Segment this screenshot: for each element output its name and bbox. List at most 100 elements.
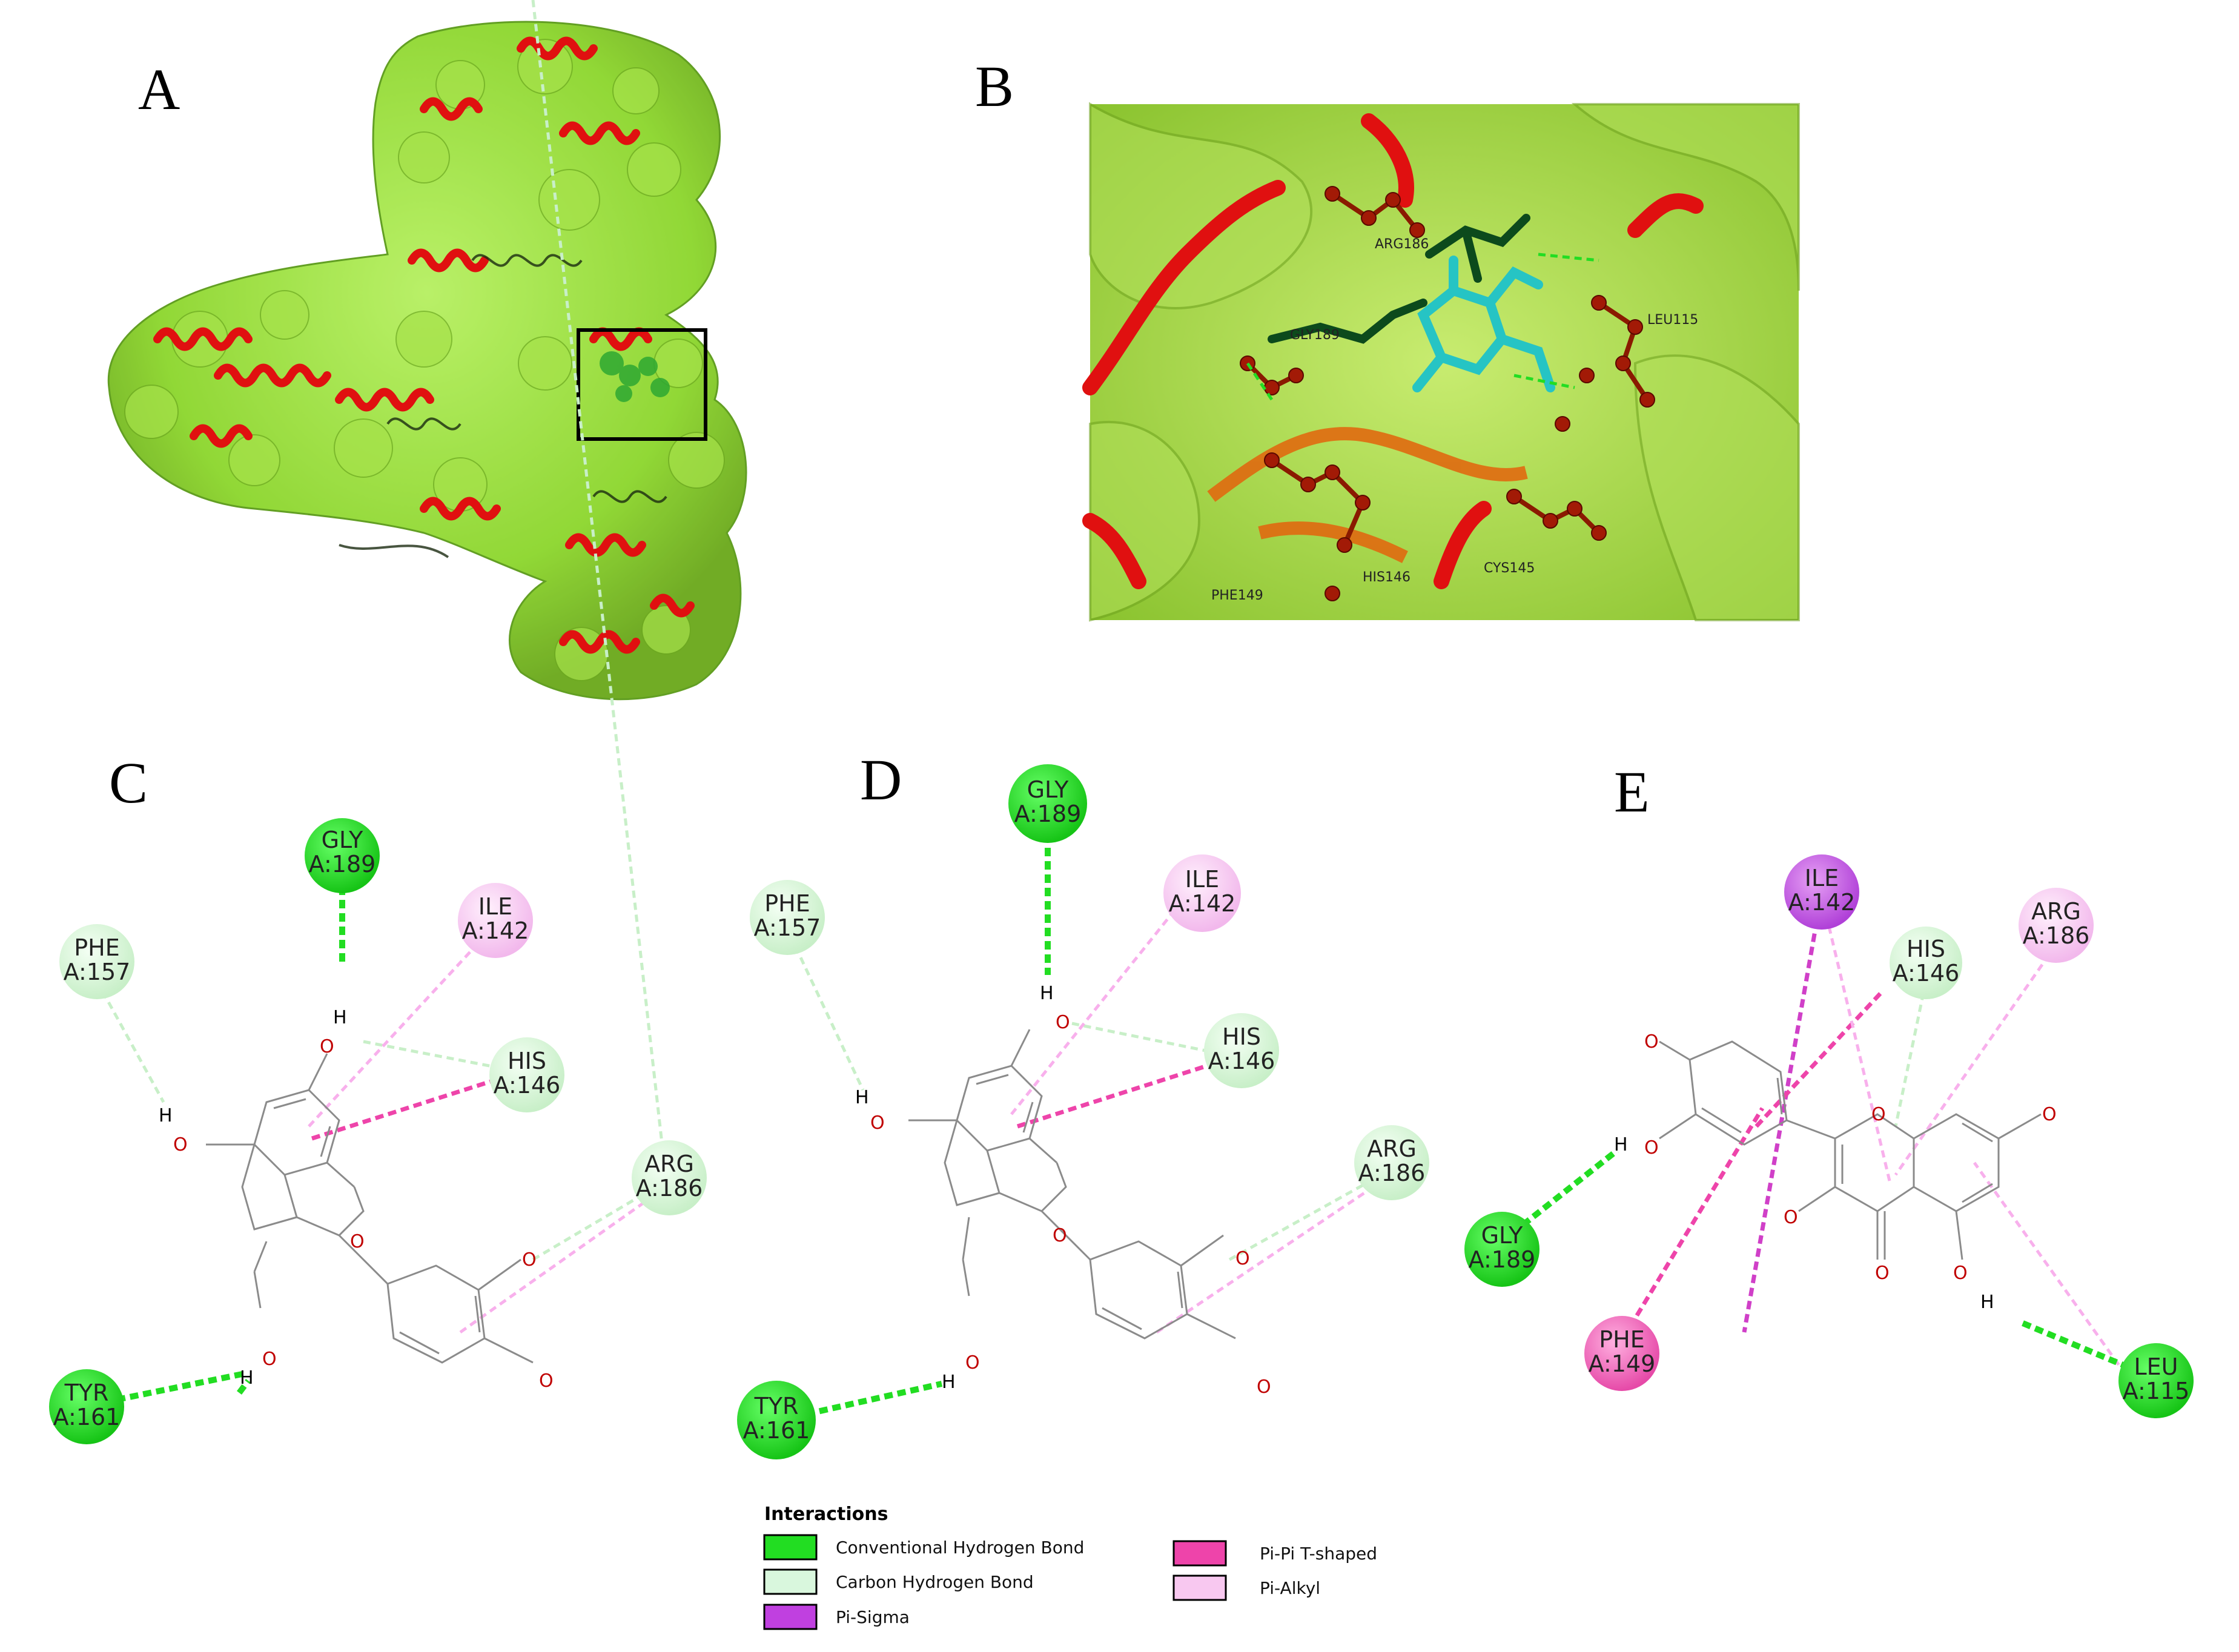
e-atom-o3: O: [1784, 1207, 1798, 1228]
svg-text:A:186: A:186: [2023, 922, 2090, 949]
interactions-legend: Interactions Conventional Hydrogen Bond …: [763, 1504, 1377, 1630]
panel-e-letter: E: [1614, 759, 1650, 824]
svg-text:ARG: ARG: [644, 1151, 694, 1177]
panel-d-letter: D: [860, 747, 902, 812]
panel-b-label-gly189: GLY189: [1290, 328, 1340, 343]
d-atom-o2: O: [870, 1112, 885, 1134]
e-residue-ile142: ILE A:142: [1784, 854, 1859, 930]
d-atom-o1: O: [1056, 1012, 1070, 1033]
c-pipi-his146: [311, 1069, 522, 1141]
svg-text:ILE: ILE: [478, 893, 512, 920]
panel-d-interaction-diagram: O H O H O O H O O GLY A:189 ILE A:142 PH…: [737, 764, 1429, 1459]
e-atom-o5: O: [1953, 1263, 1968, 1284]
svg-text:A:186: A:186: [1358, 1160, 1426, 1186]
svg-text:ILE: ILE: [1185, 866, 1219, 893]
svg-text:PHE: PHE: [1599, 1326, 1645, 1353]
c-atom-o1: O: [320, 1036, 334, 1057]
panel-a-letter: A: [138, 57, 180, 122]
e-residue-arg186: ARG A:186: [2019, 888, 2094, 963]
e-residue-phe149: PHE A:149: [1584, 1316, 1659, 1391]
panel-e-interaction-diagram: O O H O O O O O H ILE A:142 ARG A:186 HI…: [1464, 854, 2194, 1418]
d-atom-h3: H: [942, 1372, 956, 1393]
d-atom-o4: O: [1235, 1248, 1250, 1269]
c-atom-o2: O: [173, 1134, 188, 1155]
svg-text:A:146: A:146: [494, 1072, 561, 1099]
d-residue-gly189: GLY A:189: [1008, 764, 1087, 843]
panel-b-label-phe149: PHE149: [1211, 588, 1263, 603]
d-residue-tyr161: TYR A:161: [737, 1381, 816, 1459]
svg-text:A:157: A:157: [64, 959, 131, 985]
e-residue-leu115: LEU A:115: [2118, 1343, 2194, 1418]
legend-item-pi-alkyl: Pi-Alkyl: [1172, 1574, 1320, 1601]
svg-text:GLY: GLY: [1027, 776, 1070, 803]
svg-text:A:189: A:189: [1469, 1246, 1536, 1273]
c-atom-o5: O: [539, 1370, 554, 1392]
e-atom-o-ring: O: [1871, 1104, 1886, 1125]
d-residue-ile142: ILE A:142: [1163, 854, 1241, 932]
e-atom-h2: H: [1614, 1134, 1628, 1155]
d-atom-o-ring: O: [1053, 1225, 1067, 1246]
c-chbond-phe157: [95, 980, 165, 1103]
d-atom-h1: H: [1040, 983, 1054, 1004]
svg-text:A:186: A:186: [636, 1175, 703, 1201]
e-atom-h5: H: [1980, 1292, 1994, 1313]
svg-text:GLY: GLY: [322, 827, 364, 853]
c-residue-arg186: ARG A:186: [632, 1140, 707, 1215]
svg-text:A:189: A:189: [309, 851, 376, 877]
svg-text:A:142: A:142: [1788, 889, 1856, 916]
svg-text:LEU: LEU: [2134, 1353, 2178, 1380]
svg-text:Pi-Sigma: Pi-Sigma: [836, 1607, 910, 1627]
e-atom-o2: O: [1644, 1137, 1659, 1158]
c-atom-o3: O: [262, 1349, 277, 1370]
d-atom-o3: O: [965, 1352, 980, 1373]
legend-item-carbon-h-bond: Carbon Hydrogen Bond: [763, 1568, 1034, 1595]
d-atom-o5: O: [1257, 1376, 1271, 1398]
e-residue-his146: HIS A:146: [1890, 927, 1962, 999]
svg-text:PHE: PHE: [764, 890, 810, 917]
ligand-binding-box: [577, 328, 707, 441]
svg-text:A:149: A:149: [1589, 1350, 1656, 1377]
svg-text:A:161: A:161: [743, 1417, 810, 1444]
svg-text:A:146: A:146: [1893, 960, 1960, 986]
svg-text:A:142: A:142: [1169, 890, 1236, 917]
svg-text:Pi-Pi T-shaped: Pi-Pi T-shaped: [1260, 1544, 1377, 1564]
svg-text:HIS: HIS: [508, 1048, 546, 1074]
svg-text:TYR: TYR: [64, 1379, 109, 1406]
legend-swatch: [763, 1604, 818, 1630]
c-residue-ile142: ILE A:142: [458, 883, 533, 958]
svg-text:HIS: HIS: [1907, 936, 1945, 962]
e-atom-o4: O: [2042, 1104, 2057, 1125]
legend-swatch: [763, 1534, 818, 1561]
e-residue-gly189: GLY A:189: [1464, 1212, 1540, 1287]
legend-title: Interactions: [764, 1504, 888, 1525]
legend-swatch: [763, 1568, 818, 1595]
svg-text:Pi-Alkyl: Pi-Alkyl: [1260, 1578, 1320, 1598]
c-residue-his146: HIS A:146: [489, 1037, 564, 1112]
ligand-stick-model: [1412, 256, 1555, 392]
c-atom-h1: H: [333, 1007, 347, 1028]
legend-item-pi-sigma: Pi-Sigma: [763, 1604, 910, 1630]
svg-text:GLY: GLY: [1481, 1222, 1524, 1249]
panel-c-interaction-diagram: O H O H O O H O O GLY A:189 ILE A:142 PH…: [49, 0, 707, 1444]
svg-text:A:189: A:189: [1014, 801, 1082, 827]
svg-text:HIS: HIS: [1222, 1023, 1261, 1050]
svg-text:A:161: A:161: [53, 1404, 121, 1430]
legend-item-conventional-h-bond: Conventional Hydrogen Bond: [763, 1534, 1084, 1561]
legend-swatch: [1172, 1574, 1227, 1601]
svg-text:ARG: ARG: [2031, 898, 2081, 925]
c-residue-phe157: PHE A:157: [59, 924, 134, 999]
panel-a-protein-structure: [107, 21, 747, 701]
e-atom-o-keto: O: [1875, 1263, 1890, 1284]
svg-text:ILE: ILE: [1805, 865, 1839, 891]
svg-text:A:115: A:115: [2123, 1378, 2190, 1404]
c-atom-h2: H: [159, 1105, 173, 1126]
svg-text:TYR: TYR: [754, 1393, 799, 1419]
c-atom-o4: O: [522, 1249, 537, 1270]
c-atom-h3: H: [240, 1367, 254, 1389]
svg-text:A:146: A:146: [1208, 1048, 1275, 1074]
svg-text:Conventional Hydrogen Bond: Conventional Hydrogen Bond: [836, 1538, 1084, 1558]
svg-text:ARG: ARG: [1367, 1135, 1417, 1162]
d-residue-arg186: ARG A:186: [1354, 1125, 1429, 1200]
d-atom-h2: H: [855, 1087, 869, 1108]
